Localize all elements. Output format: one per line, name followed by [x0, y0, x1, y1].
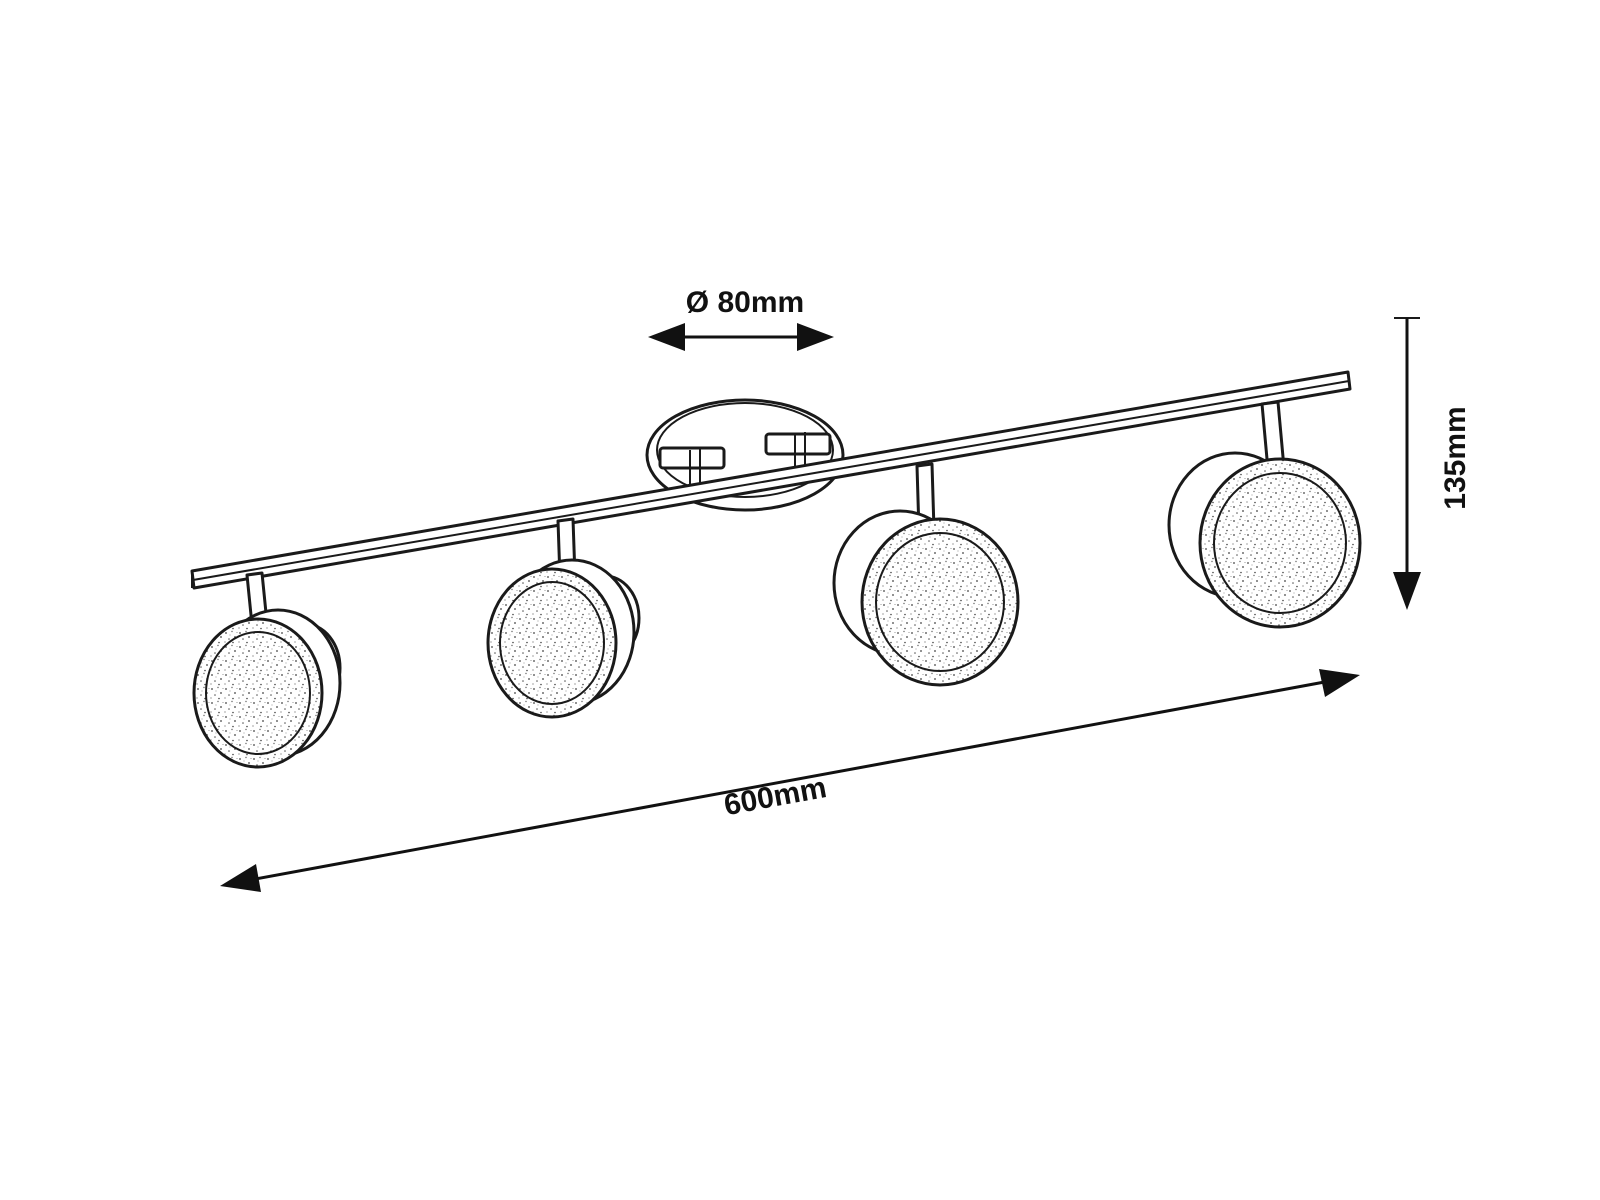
spotlight-1-lens [192, 617, 324, 769]
canopy-bracket-left [658, 446, 726, 470]
canopy-bracket-right [764, 432, 832, 456]
length-label: 600mm [721, 771, 829, 822]
spotlight-3-lens-rim [875, 532, 1005, 672]
arrow-right-icon [1319, 669, 1360, 697]
length-dimension-line [249, 679, 1331, 882]
spotlight-2-lens-rim [499, 581, 605, 705]
canopy-rim [656, 402, 834, 498]
spotlight-4-lens-rim [1213, 472, 1347, 614]
arrow-right-icon [797, 323, 834, 351]
canopy-diameter-label: Ø 80mm [686, 286, 804, 319]
height-label: 135mm [1439, 406, 1472, 509]
spotlight-3 [832, 462, 1020, 687]
spotlight-1 [192, 571, 342, 769]
canopy-diameter-dimension: Ø 80mm [648, 286, 834, 351]
height-dimension: 135mm [1393, 317, 1472, 610]
bar-highlight [192, 380, 1350, 581]
spotlight-1-lens-rim [205, 631, 311, 755]
arrow-left-icon [648, 323, 685, 351]
spotlight-4-lens [1198, 457, 1362, 629]
arrow-left-icon [220, 864, 261, 892]
spotlight-4 [1167, 400, 1362, 629]
arrow-down-icon [1393, 572, 1421, 610]
bar-end-right [1347, 371, 1351, 390]
spotlight-2 [486, 517, 641, 719]
spotlight-2-lens [486, 567, 618, 719]
mounting-bar [190, 370, 1352, 590]
length-dimension: 600mm [220, 669, 1360, 892]
spotlight-3-lens [860, 517, 1020, 687]
